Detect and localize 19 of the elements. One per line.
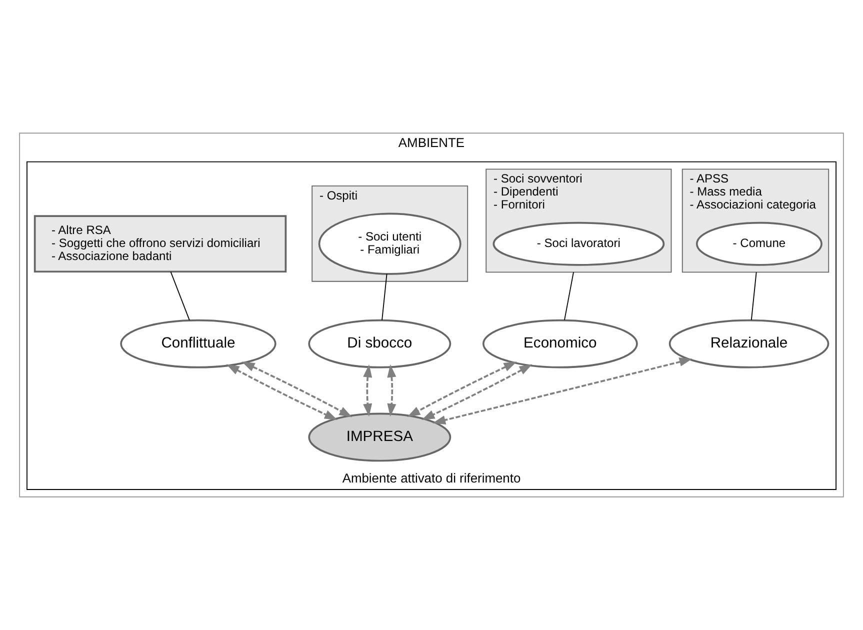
node-ellipse: Economico (482, 319, 638, 368)
arrow (242, 362, 352, 418)
connector (170, 271, 190, 321)
node-ellipse: - Soci lavoratori (492, 222, 665, 266)
arrow (432, 357, 692, 424)
arrow (226, 364, 338, 420)
connector (382, 273, 388, 321)
node-ellipse: Di sbocco (308, 319, 452, 368)
arrow (363, 364, 372, 417)
connector (564, 272, 574, 321)
node-ellipse: - Soci utenti - Famigliari (318, 212, 462, 275)
arrow (422, 364, 532, 420)
node-box: - Altre RSA - Soggetti che offrono servizi domiciliari - Associazione badanti (34, 215, 287, 273)
node-ellipse: Conflittuale (120, 319, 276, 368)
node-ellipse: - Comune (696, 222, 822, 266)
connector (750, 272, 757, 321)
arrow (407, 362, 517, 418)
node-ellipse: IMPRESA (308, 412, 452, 462)
arrow (387, 364, 396, 417)
